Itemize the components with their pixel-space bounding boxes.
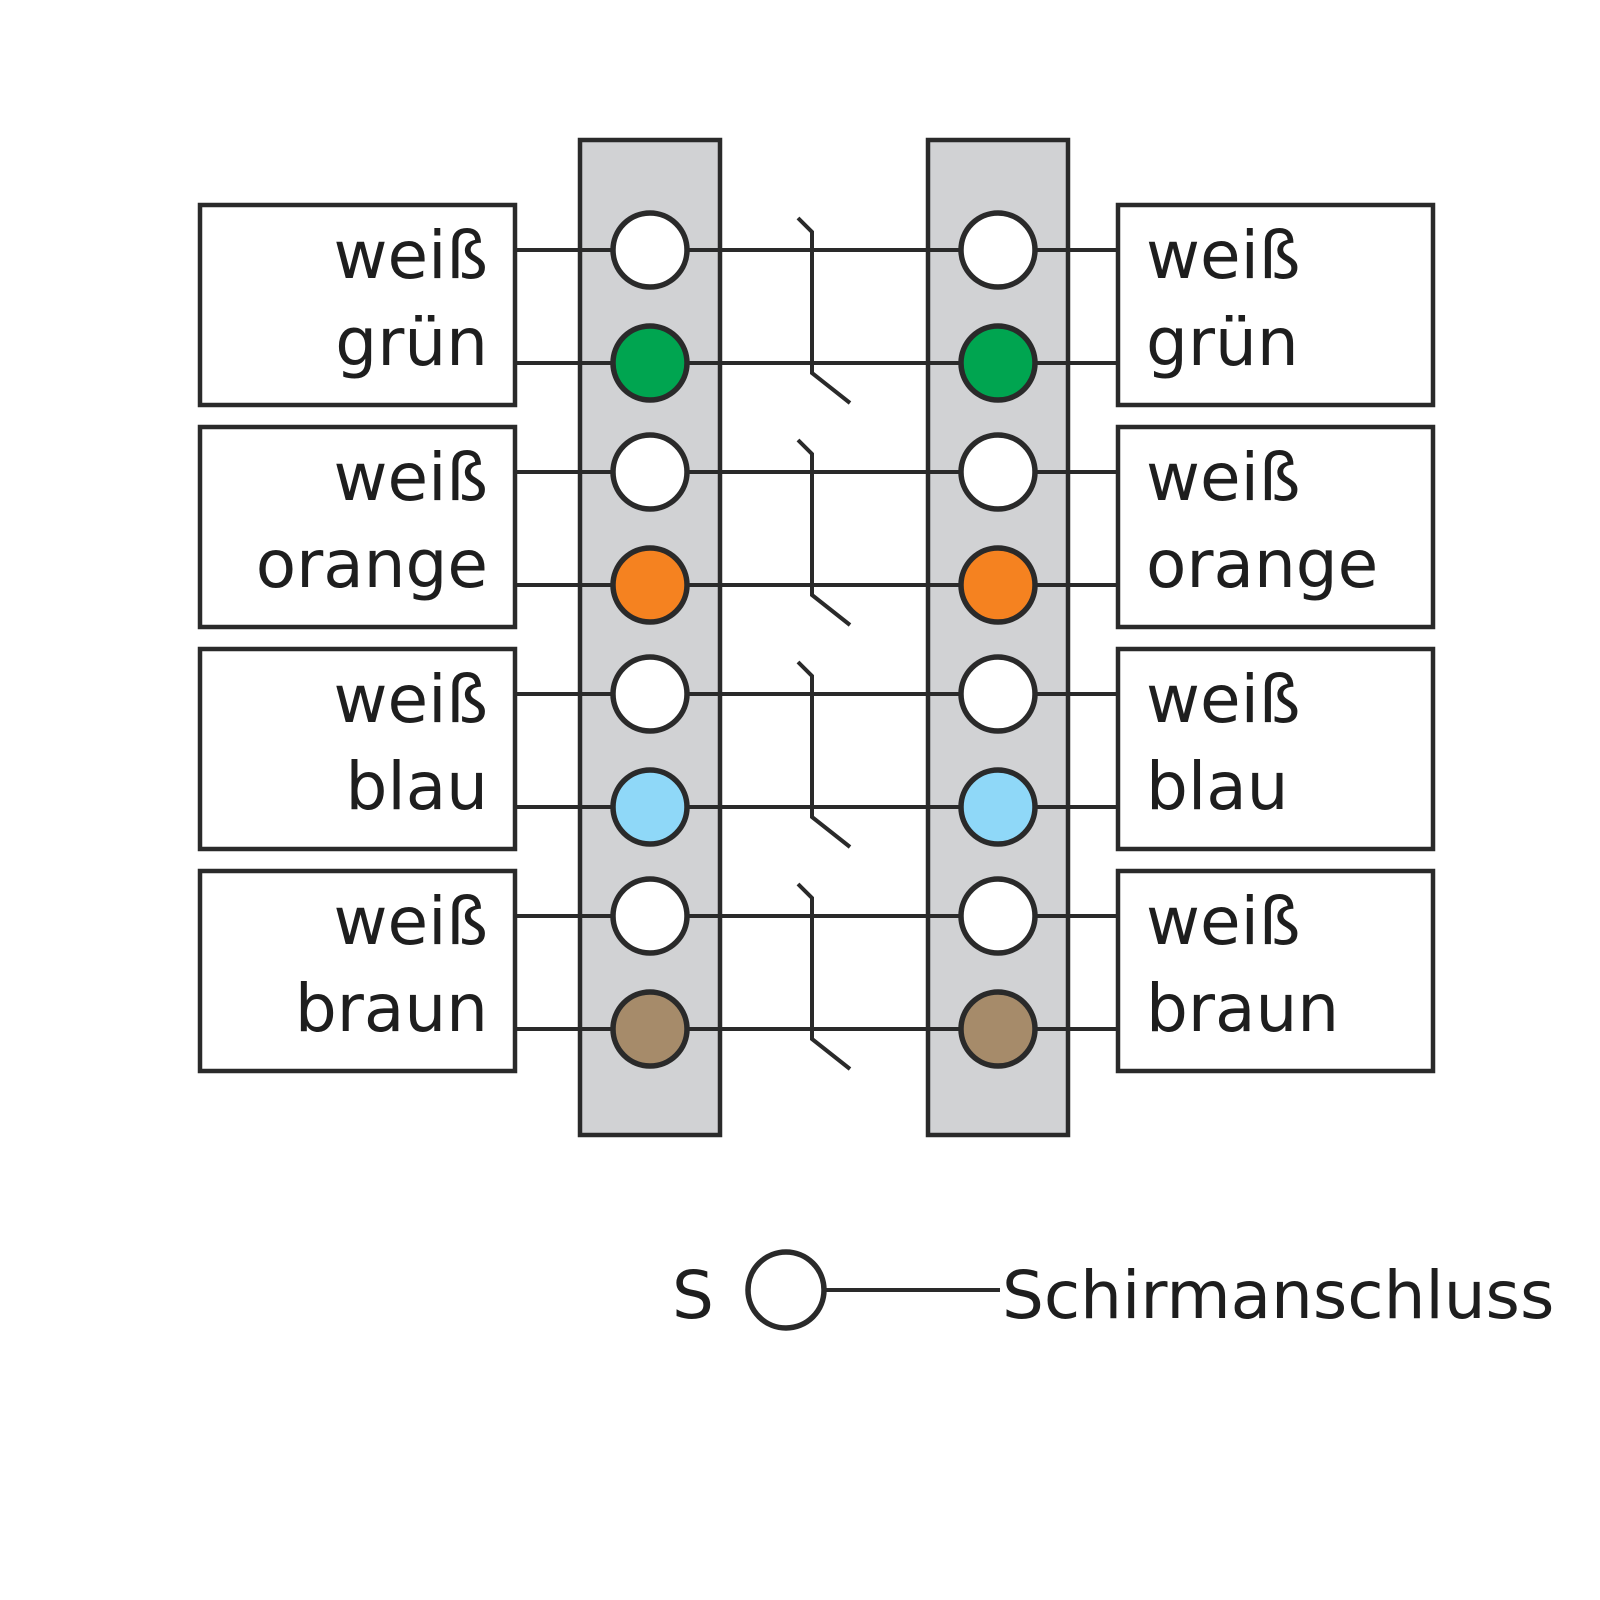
right-wire-label: weiß: [1146, 439, 1301, 516]
pin-circle: [610, 432, 690, 512]
right-wire-label: orange: [1146, 526, 1378, 603]
left-pair-box: [197, 424, 518, 630]
right-pair-box: [1115, 868, 1436, 1074]
left-connector-strip: [577, 137, 723, 1138]
left-pair-box: [197, 868, 518, 1074]
pin-circle: [610, 767, 690, 847]
pin-circle: [610, 654, 690, 734]
pin-circle: [610, 989, 690, 1069]
pin-circle: [610, 876, 690, 956]
left-pair-box: [197, 646, 518, 852]
left-wire-label: braun: [295, 970, 488, 1047]
pin-circle: [610, 545, 690, 625]
legend-symbol: S: [672, 1257, 714, 1334]
left-wire-label: weiß: [334, 439, 489, 516]
right-wire-label: braun: [1146, 970, 1339, 1047]
twisted-pair-mark: [796, 882, 852, 1071]
left-wire-label: weiß: [334, 217, 489, 294]
left-wire-label: weiß: [334, 661, 489, 738]
left-pair-box: [197, 202, 518, 408]
pin-circle: [610, 210, 690, 290]
pin-circle: [958, 545, 1038, 625]
pair-label-boxes: weiß grün weiß grün weiß orange weiß orange weiß…: [197, 202, 1436, 1074]
left-wire-label: blau: [345, 748, 488, 825]
left-wire-label: grün: [335, 304, 488, 381]
twist-marks: [796, 216, 852, 1071]
pin-circle: [610, 323, 690, 403]
pins: [610, 210, 1038, 1069]
shield-pin-icon: [745, 1249, 827, 1331]
pin-circle: [958, 989, 1038, 1069]
pin-circle: [958, 767, 1038, 847]
left-wire-label: weiß: [334, 883, 489, 960]
right-wire-label: grün: [1146, 304, 1299, 381]
pin-circle: [958, 876, 1038, 956]
twisted-pair-mark: [796, 216, 852, 405]
right-pair-box: [1115, 202, 1436, 408]
pin-circle: [958, 210, 1038, 290]
right-connector-strip: [925, 137, 1071, 1138]
pin-circle: [958, 432, 1038, 512]
right-wire-label: blau: [1146, 748, 1289, 825]
right-wire-label: weiß: [1146, 883, 1301, 960]
right-wire-label: weiß: [1146, 661, 1301, 738]
legend-text: Schirmanschluss: [1002, 1257, 1554, 1334]
twisted-pair-mark: [796, 438, 852, 627]
right-pair-box: [1115, 424, 1436, 630]
legend: S Schirmanschluss: [672, 1249, 1554, 1334]
right-pair-box: [1115, 646, 1436, 852]
twisted-pair-mark: [796, 660, 852, 849]
right-wire-label: weiß: [1146, 217, 1301, 294]
left-wire-label: orange: [256, 526, 488, 603]
pin-circle: [958, 323, 1038, 403]
pin-circle: [958, 654, 1038, 734]
